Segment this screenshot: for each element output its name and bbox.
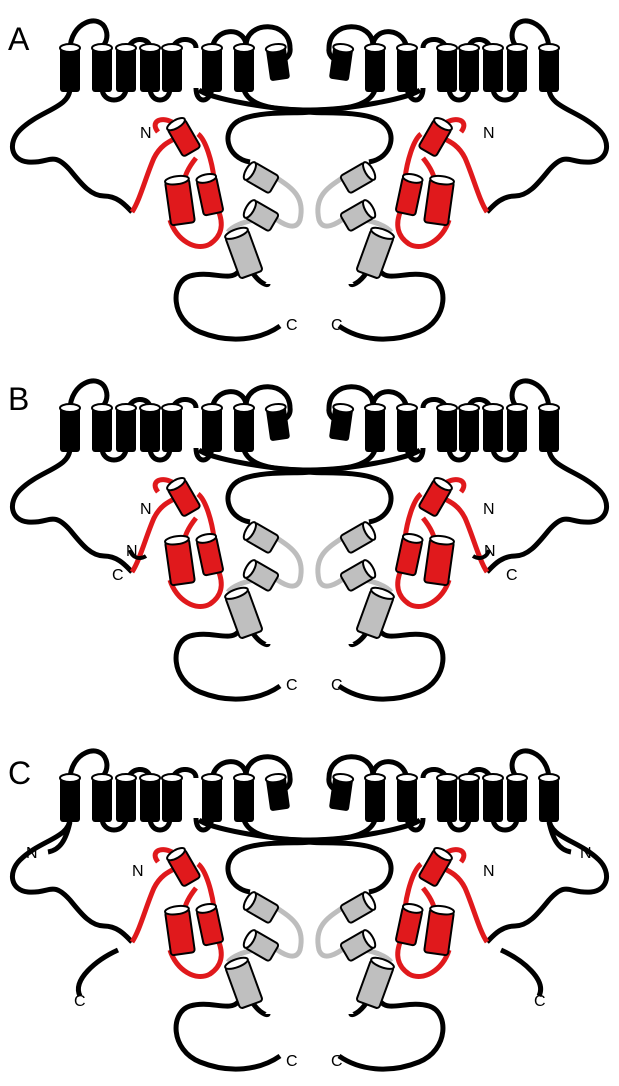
panel-a-c-inner-right: C — [331, 317, 343, 334]
panel-a: A N N C C — [8, 21, 607, 339]
panel-c-n-far-left: N — [26, 845, 38, 862]
panel-c-n-right: N — [483, 863, 495, 880]
panel-a-c-inner-left: C — [286, 317, 298, 334]
panel-c-n-left: N — [132, 863, 144, 880]
panel-b-n2-right: N — [484, 543, 496, 560]
panel-c: C N N N N C C C C — [8, 751, 607, 1070]
panel-b-c-inner-left: C — [286, 677, 298, 694]
panel-c-letter: C — [8, 755, 31, 791]
panel-a-letter: A — [8, 21, 30, 57]
panel-b-n-left: N — [140, 501, 152, 518]
panel-b-letter: B — [8, 381, 29, 417]
panel-b-n2-left: N — [126, 543, 138, 560]
panel-c-c-outer-right: C — [534, 993, 546, 1010]
panel-b-c-outer-left: C — [112, 567, 124, 584]
panel-a-n-left: N — [140, 125, 152, 142]
panel-c-n-far-right: N — [580, 845, 592, 862]
panel-b-c-inner-right: C — [331, 677, 343, 694]
panel-b-c-outer-right: C — [506, 567, 518, 584]
panel-c-c-outer-left: C — [74, 993, 86, 1010]
panel-b: B N N N N C C C C — [8, 381, 607, 699]
panel-a-n-right: N — [483, 125, 495, 142]
panel-c-c-inner-right: C — [331, 1053, 343, 1070]
panel-b-n-right: N — [483, 501, 495, 518]
panel-c-c-inner-left: C — [286, 1053, 298, 1070]
